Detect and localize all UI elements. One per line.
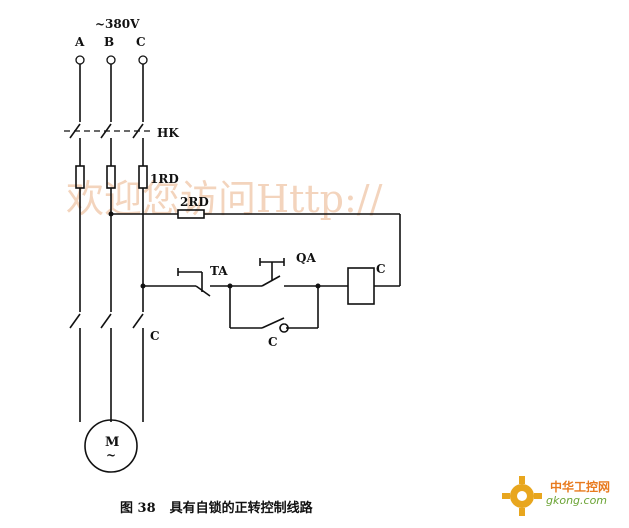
stop-button-ta [143, 268, 230, 297]
figure-caption: 图 38 具有自锁的正转控制线路 [120, 497, 327, 516]
ta-label: TA [210, 264, 228, 278]
phase-b-label: B [104, 35, 114, 49]
phase-c-line [132, 64, 148, 422]
motor-label: M [105, 435, 119, 450]
phase-a-line [69, 64, 85, 422]
terminal-c [138, 55, 148, 65]
self-lock-contact [229, 286, 319, 333]
main-contacts-label: C [150, 329, 160, 343]
figure-number: 图 38 [120, 501, 156, 516]
logo-url: gkong.com [546, 494, 608, 507]
motor-ac-symbol: ~ [106, 448, 116, 462]
figure-title: 具有自锁的正转控制线路 [169, 501, 313, 516]
hk-label: HK [157, 126, 179, 140]
supply-voltage-label: ~380V [95, 17, 140, 31]
gear-icon [502, 476, 542, 516]
terminal-b [106, 55, 116, 65]
2rd-label: 2RD [180, 195, 209, 209]
start-button-qa [230, 258, 318, 287]
phase-c-label: C [136, 35, 146, 49]
contactor-coil [347, 267, 375, 305]
site-logo: 中华工控网 gkong.com [498, 470, 626, 524]
qa-label: QA [296, 251, 316, 265]
1rd-label: 1RD [150, 172, 179, 186]
terminal-a [75, 55, 85, 65]
logo-name: 中华工控网 [550, 480, 611, 494]
control-top-line [111, 209, 401, 287]
phase-a-label: A [74, 35, 85, 49]
phase-b-line [100, 64, 116, 422]
motor [84, 419, 138, 473]
coil-label: C [376, 262, 386, 276]
self-lock-label: C [268, 335, 278, 349]
